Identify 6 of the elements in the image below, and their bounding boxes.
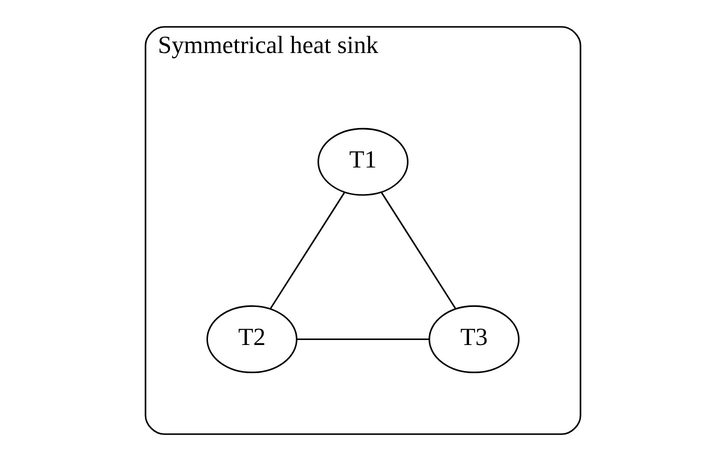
- node-ellipse: T3: [428, 305, 520, 374]
- connector: [380, 192, 456, 310]
- connector: [269, 192, 345, 310]
- node-ellipse: T2: [206, 305, 297, 374]
- connector: [296, 338, 429, 340]
- node-ellipse: T1: [317, 128, 408, 196]
